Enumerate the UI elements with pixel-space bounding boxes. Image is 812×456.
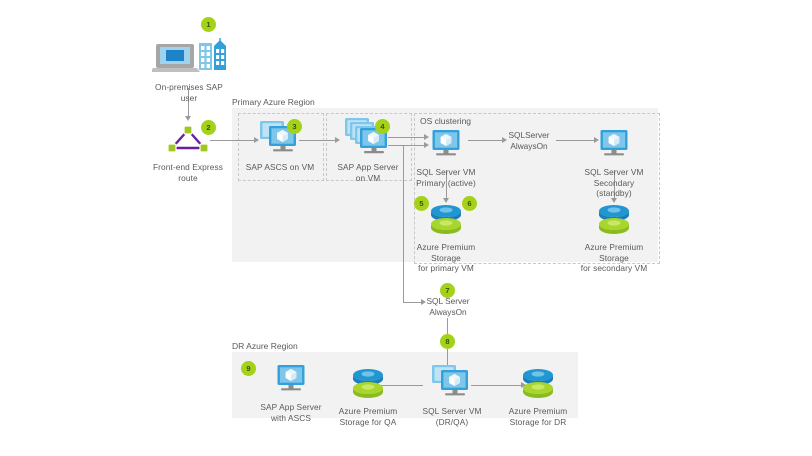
node-sap-ascs[interactable]: SAP ASCS on VM [243,120,317,173]
badge-7: 7 [440,283,455,298]
node-dr-storage-qa[interactable]: Azure Premium Storage for QA [328,366,408,427]
os-clustering-box [414,113,660,264]
vm-single-monitor-icon [274,364,308,399]
connector-drsql-to-storageqa [373,385,423,386]
node-onprem-user[interactable]: On-premises SAP user [148,38,230,103]
node-dr-storage-caption: Azure Premium Storage for DR [508,406,568,427]
express-route-icon [165,124,211,159]
vm-single-monitor-icon [597,129,631,164]
primary-region-label: Primary Azure Region [232,97,315,107]
badge-4: 4 [375,119,390,134]
node-sap-app-server-caption: SAP App Server on VM [337,162,399,183]
sap-app-server-box [326,113,412,181]
alwayson-dr-label: SQL Server AlwaysOn [426,296,470,317]
badge-6: 6 [462,196,477,211]
node-express-route-caption: Front-end Express route [153,162,223,183]
arrow-sqlsecondary-to-storage [611,198,617,203]
connector-appserver-to-sqlprimary [388,137,424,138]
node-express-route[interactable]: Front-end Express route [148,124,228,183]
alwayson-primary-secondary-label: SQLServer AlwaysOn [508,130,550,151]
arrow-ascs-to-appserver [335,137,340,143]
os-clustering-label: OS clustering [420,116,472,126]
premium-storage-disks-icon [346,366,390,403]
node-sql-secondary[interactable]: SQL Server VM Secondary (standby) [577,129,651,199]
connector-expressroute-to-ascs [210,140,254,141]
premium-storage-disks-icon [424,202,468,239]
node-sql-primary-caption: SQL Server VM Primary (active) [416,167,476,188]
vm-stack-monitor-icon [344,117,392,159]
node-dr-sql-vm-caption: SQL Server VM (DR/QA) [422,406,482,427]
arrow-sqlprimary-to-storage [443,198,449,203]
arrow-sqlprimary-to-label [502,137,507,143]
node-onprem-user-caption: On-premises SAP user [155,82,223,103]
node-dr-storage[interactable]: Azure Premium Storage for DR [498,366,578,427]
node-sql-secondary-caption: SQL Server VM Secondary (standby) [584,167,644,198]
badge-5: 5 [414,196,429,211]
connector-sqlprimary-to-storage [446,170,447,198]
arrow-appserver-branch [424,142,429,148]
node-sql-primary[interactable]: SQL Server VM Primary (active) [409,129,483,188]
arrow-user-to-expressroute [185,116,191,121]
node-storage-primary-caption: Azure Premium Storage for primary VM [416,242,476,273]
vm-single-monitor-icon [429,129,463,164]
node-sap-ascs-caption: SAP ASCS on VM [245,162,315,172]
node-dr-storage-qa-caption: Azure Premium Storage for QA [338,406,398,427]
connector-sqlsecondary-to-storage [614,170,615,198]
node-dr-sql-vm[interactable]: SQL Server VM (DR/QA) [415,364,489,427]
connector-primary-to-dr-horizontal [403,302,421,303]
vm-double-monitor-icon [430,364,474,403]
node-dr-sap-app-server-caption: SAP App Server with ASCS [260,402,322,423]
badge-2: 2 [201,120,216,135]
node-storage-primary[interactable]: Azure Premium Storage for primary VM [402,202,490,274]
arrow-appserver-to-sqlprimary [424,134,429,140]
connector-user-to-expressroute [188,88,189,116]
dr-region-label: DR Azure Region [232,341,298,351]
badge-1: 1 [201,17,216,32]
badge-8: 8 [440,334,455,349]
connector-primary-to-dr-vertical [403,145,404,302]
node-sap-app-server[interactable]: SAP App Server on VM [331,117,405,183]
connector-ascs-to-appserver [299,140,335,141]
arrow-expressroute-to-ascs [254,137,259,143]
badge-9: 9 [241,361,256,376]
node-storage-secondary-caption: Azure Premium Storage for secondary VM [580,242,648,273]
connector-sqlprimary-to-label [468,140,502,141]
badge-3: 3 [287,119,302,134]
node-dr-sap-app-server[interactable]: SAP App Server with ASCS [252,364,330,423]
connector-appserver-branch [388,145,424,146]
laptop-buildings-icon [150,38,226,79]
arrow-to-alwayson-dr-label [421,299,426,305]
arrow-drsql-to-storagedr [521,382,526,388]
arrow-label-to-sqlsecondary [594,137,599,143]
sap-ascs-box [238,113,324,181]
premium-storage-disks-icon [516,366,560,403]
premium-storage-disks-icon [592,202,636,239]
connector-drsql-to-storagedr [471,385,521,386]
connector-label-to-sqlsecondary [556,140,594,141]
node-storage-secondary[interactable]: Azure Premium Storage for secondary VM [570,202,658,274]
